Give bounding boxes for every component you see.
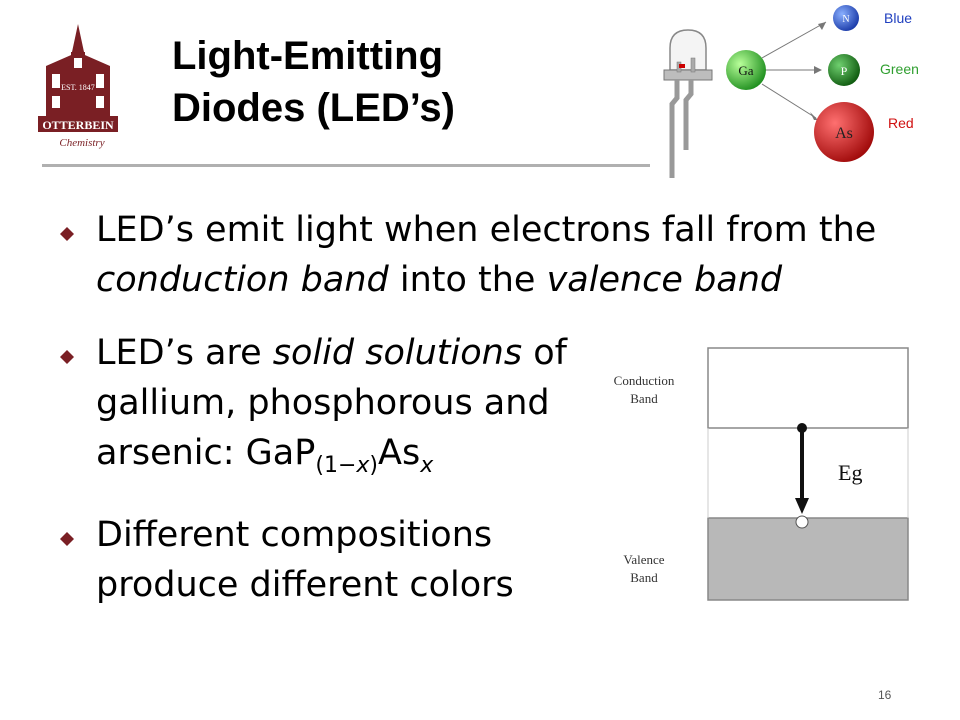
formula-subscript-2: x: [420, 453, 434, 478]
led-icon: [663, 29, 713, 178]
bullet-3-text: Different compositions produce different…: [96, 515, 514, 605]
valence-label-1: Valence: [623, 552, 664, 567]
bullet-2-em-solid-solutions: solid solutions: [272, 333, 523, 373]
conduction-label-2: Band: [630, 391, 658, 406]
valence-band-box: [707, 517, 909, 601]
electron-dot: [797, 423, 807, 433]
as-atom-label: As: [835, 125, 853, 142]
otterbein-chemistry-logo: EST. 1847 OTTERBEIN Chemistry: [38, 24, 118, 149]
bullet-1-text-b: into the: [388, 260, 547, 300]
bullet-2-text-a: LED’s are: [96, 333, 273, 373]
formula-as: As: [378, 433, 421, 473]
band-gap-diagram: Conduction Band Valence Band Eg: [614, 347, 909, 601]
logo-dept-text: Chemistry: [59, 137, 104, 149]
valence-label-2: Band: [630, 570, 658, 585]
title-line-1: Light-Emitting: [172, 34, 444, 78]
led-composition-figure: Ga N Blue P Green As Red: [650, 0, 932, 178]
n-atom-label: N: [842, 14, 849, 25]
title-line-2: Diodes (LED’s): [172, 86, 455, 130]
ga-atom-label: Ga: [738, 63, 753, 78]
bullet-1-em-conduction: conduction band: [96, 260, 389, 300]
bullet-1-text-a: LED’s emit light when electrons fall fro…: [96, 210, 877, 250]
green-color-label: Green: [880, 61, 919, 77]
title-divider: [42, 164, 652, 167]
red-color-label: Red: [888, 115, 914, 131]
slide-title: Light-Emitting Diodes (LED’s): [172, 30, 455, 134]
bullet-2-text-b: of gallium, phosphorous and arsenic: GaP: [96, 333, 567, 473]
logo-name-text: OTTERBEIN: [42, 118, 114, 132]
blue-color-label: Blue: [884, 10, 912, 26]
page-number: 16: [878, 688, 892, 702]
logo-est-text: EST. 1847: [61, 83, 95, 92]
conduction-band-box: [707, 347, 909, 429]
conduction-label-1: Conduction: [614, 373, 675, 388]
bullet-solid-solutions: LED’s are solid solutions of gallium, ph…: [60, 328, 580, 491]
hole-circle: [795, 515, 809, 529]
bullet-emit-light: LED’s emit light when electrons fall fro…: [60, 205, 930, 305]
energy-gap-label: Eg: [838, 460, 862, 485]
bullet-different-compositions: Different compositions produce different…: [60, 510, 580, 610]
formula-subscript-1: (1−x): [315, 453, 379, 478]
p-atom-label: P: [841, 64, 848, 78]
bullet-1-em-valence: valence band: [546, 260, 783, 300]
